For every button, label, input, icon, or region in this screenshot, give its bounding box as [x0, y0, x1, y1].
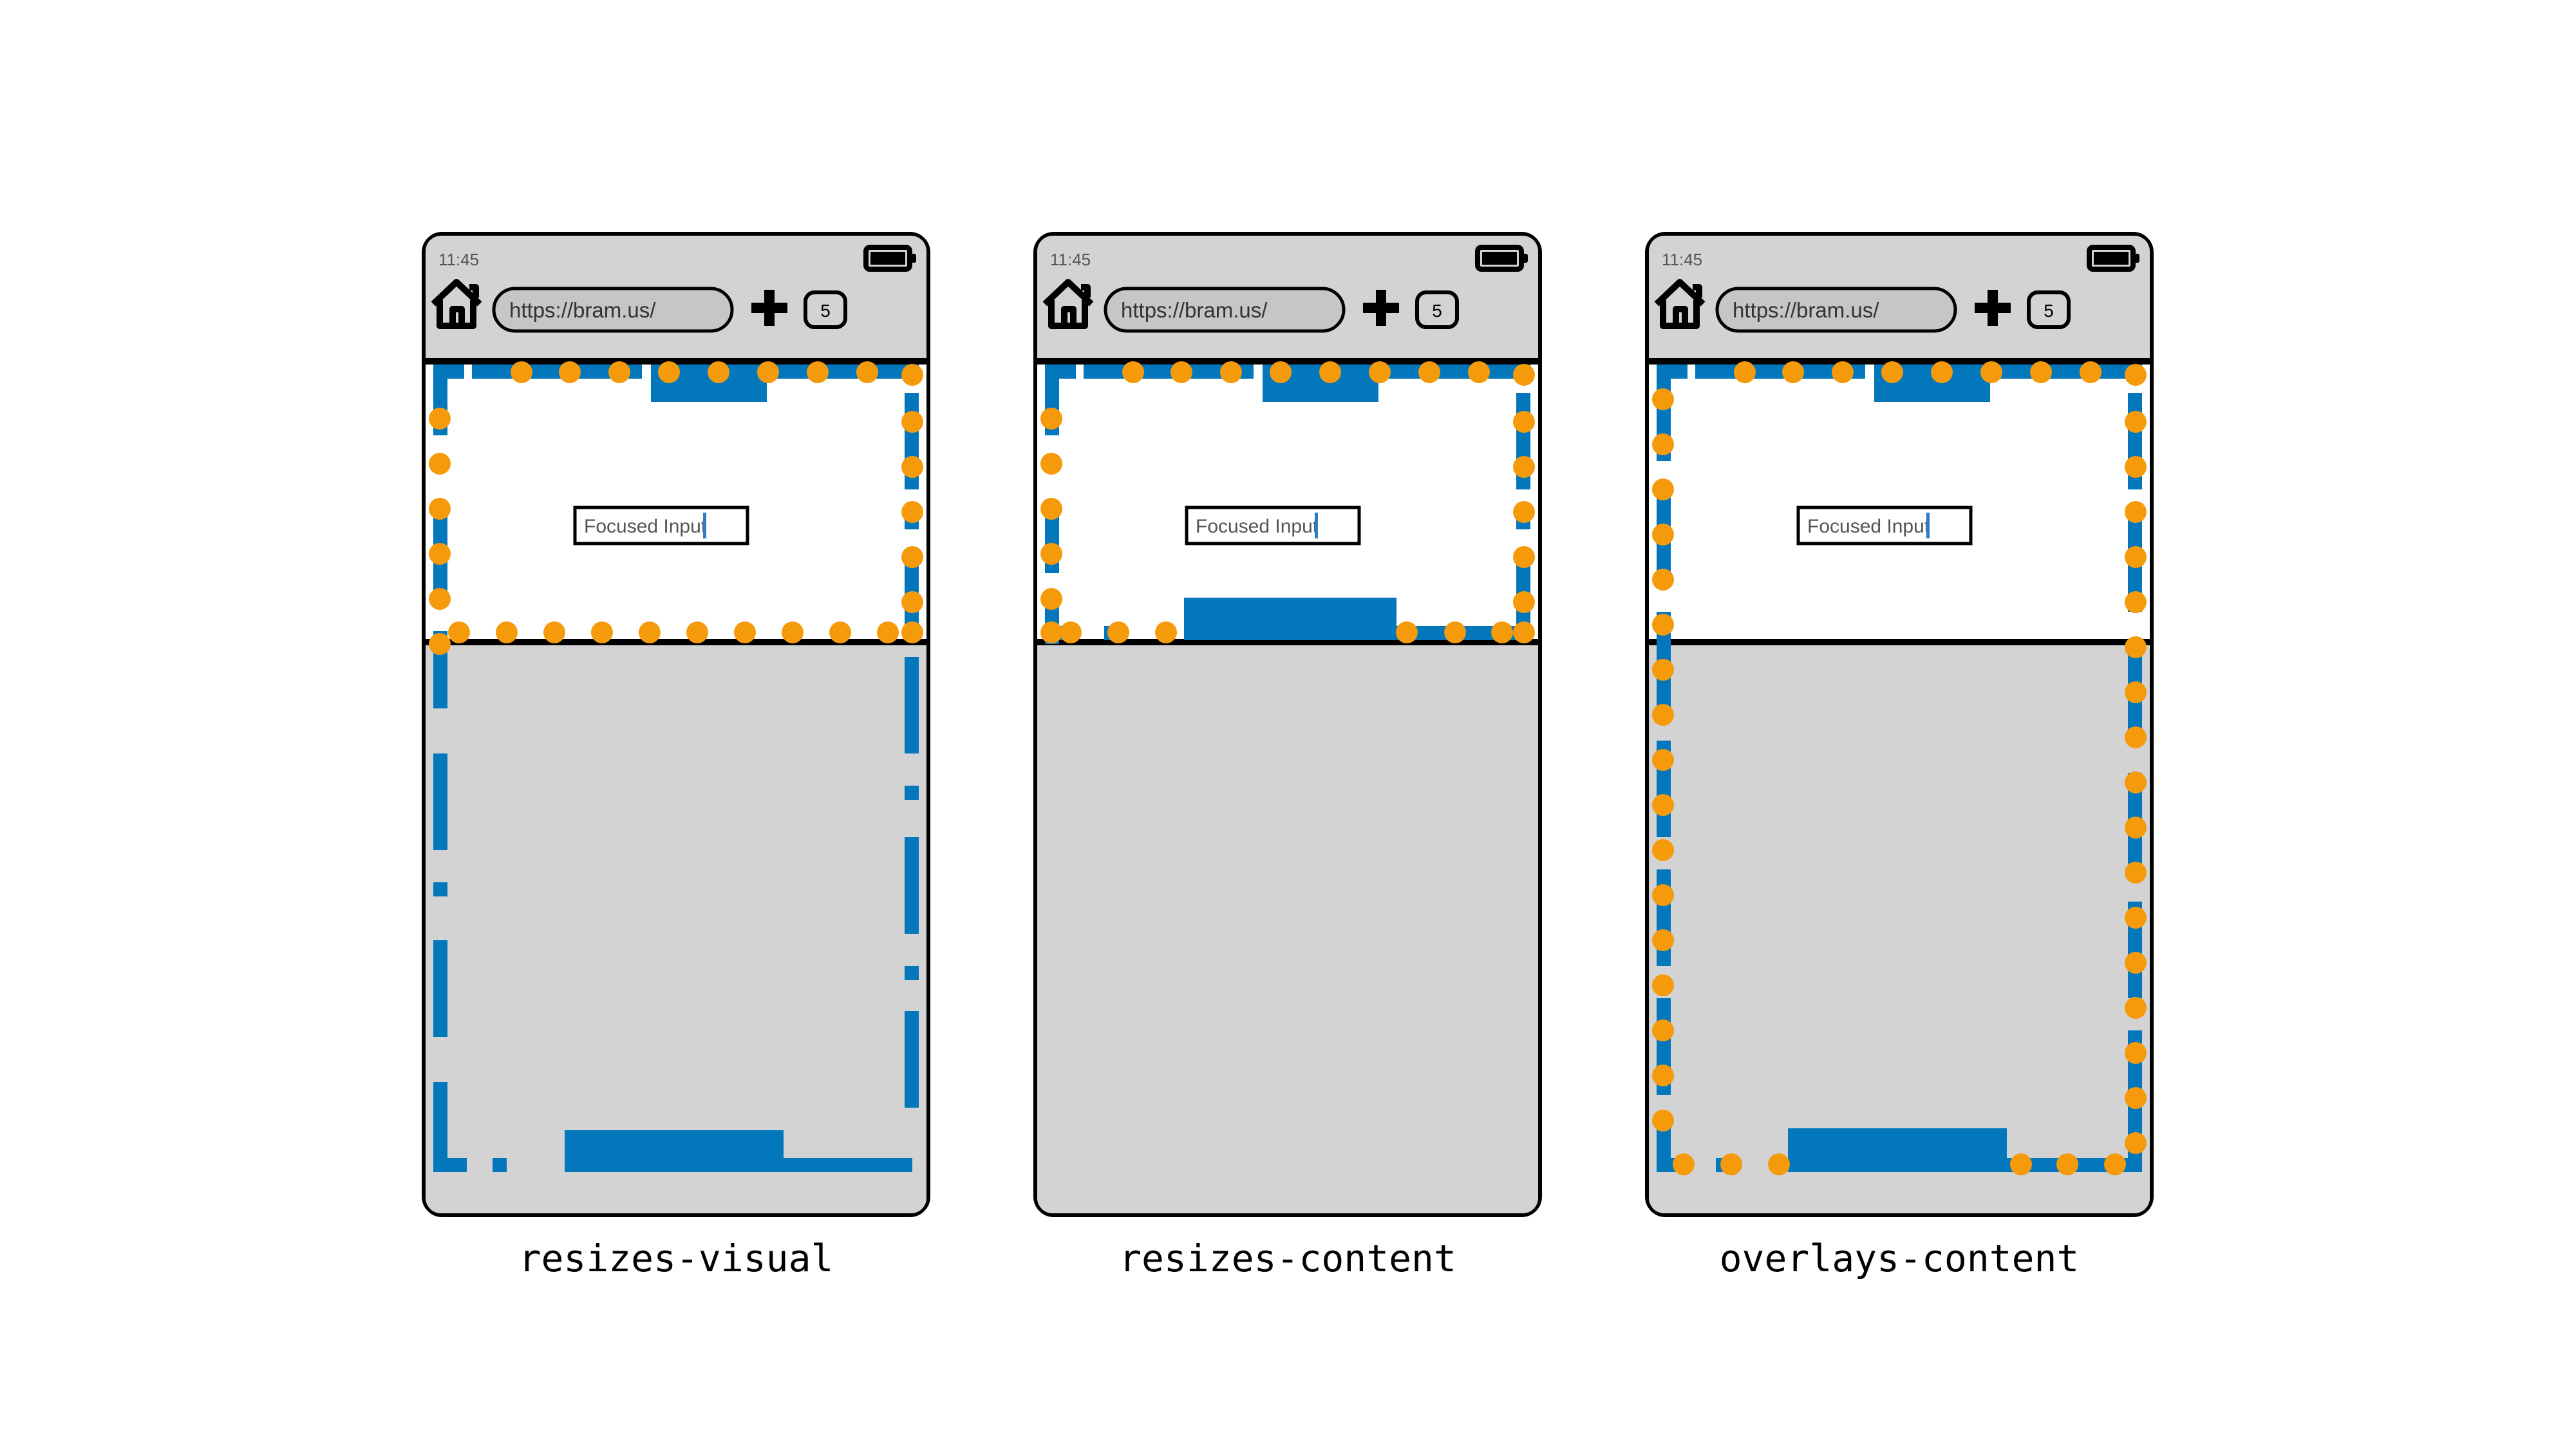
url-bar[interactable]: https://bram.us/	[1715, 287, 1957, 333]
chrome-divider	[426, 358, 926, 365]
visual-viewport-outline	[1652, 361, 2147, 1175]
virtual-keyboard	[426, 644, 926, 1213]
home-icon[interactable]	[1042, 279, 1094, 329]
browser-toolbar[interactable]: https://bram.us/ 5	[1654, 279, 2071, 333]
phone-device: 11:45	[1645, 232, 2154, 1217]
tab-count-label: 5	[820, 301, 831, 321]
plus-icon[interactable]	[1363, 290, 1399, 326]
url-text: https://bram.us/	[1121, 298, 1268, 322]
chrome-divider	[1649, 358, 2150, 365]
tab-count-button[interactable]: 5	[804, 290, 847, 329]
plus-icon[interactable]	[751, 290, 787, 326]
url-text: https://bram.us/	[509, 298, 656, 322]
tab-count-label: 5	[2044, 301, 2054, 321]
battery-full-icon	[2087, 245, 2139, 272]
figure-caption-3: overlays-content	[1719, 1236, 2080, 1280]
url-bar[interactable]: https://bram.us/	[1104, 287, 1346, 333]
status-time: 11:45	[438, 250, 479, 269]
status-bar: 11:45	[1050, 245, 1528, 272]
browser-toolbar[interactable]: https://bram.us/ 5	[431, 279, 847, 333]
status-time: 11:45	[1050, 250, 1091, 269]
url-text: https://bram.us/	[1733, 298, 1879, 322]
tab-count-label: 5	[1432, 301, 1442, 321]
status-time: 11:45	[1662, 250, 1702, 269]
tab-count-button[interactable]: 5	[2027, 290, 2071, 329]
text-cursor	[1315, 513, 1318, 538]
visual-viewport-outline	[429, 361, 923, 655]
browser-toolbar[interactable]: https://bram.us/ 5	[1042, 279, 1459, 333]
home-icon[interactable]	[431, 279, 482, 329]
visual-viewport-outline	[1040, 361, 1535, 643]
keyboard-divider	[1649, 639, 2150, 645]
chrome-divider	[1037, 358, 1538, 365]
plus-icon[interactable]	[1975, 290, 2011, 326]
phone-device: 11:45	[422, 232, 930, 1217]
phone-figure-resizes-content: 11:45	[1033, 232, 1542, 1280]
focused-input[interactable]: Focused Input	[573, 506, 749, 545]
status-bar: 11:45	[438, 245, 916, 272]
keyboard-divider	[1037, 639, 1538, 645]
focused-input[interactable]: Focused Input	[1185, 506, 1361, 545]
focused-input[interactable]: Focused Input	[1796, 506, 1973, 545]
focused-input-value: Focused Input	[1807, 516, 1930, 537]
phone-device: 11:45	[1033, 232, 1542, 1217]
status-bar: 11:45	[1662, 245, 2139, 272]
phone-figure-overlays-content: 11:45	[1645, 232, 2154, 1280]
virtual-keyboard	[1037, 644, 1538, 1213]
tab-count-button[interactable]: 5	[1415, 290, 1459, 329]
focused-input-value: Focused Input	[584, 516, 707, 537]
battery-full-icon	[863, 245, 916, 272]
figure-caption-2: resizes-content	[1119, 1236, 1456, 1280]
url-bar[interactable]: https://bram.us/	[492, 287, 734, 333]
home-icon[interactable]	[1654, 279, 1706, 329]
text-cursor	[703, 513, 706, 538]
virtual-keyboard	[1649, 644, 2150, 1213]
figure-caption-1: resizes-visual	[518, 1236, 834, 1280]
phone-figure-resizes-visual: 11:45	[422, 232, 930, 1280]
focused-input-value: Focused Input	[1196, 516, 1319, 537]
keyboard-divider	[426, 639, 926, 645]
battery-full-icon	[1475, 245, 1528, 272]
text-cursor	[1926, 513, 1930, 538]
